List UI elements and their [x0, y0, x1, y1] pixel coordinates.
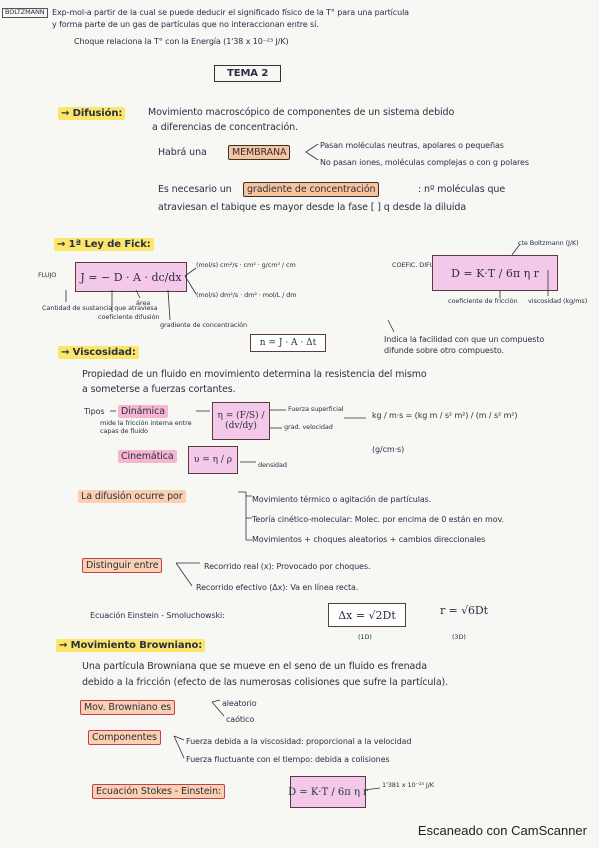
stokes-formula: D = K·T / 6π η r: [288, 776, 368, 808]
fuerza-sup-note: Fuerza superficial: [288, 405, 344, 413]
componente-viscosidad: Fuerza debida a la viscosidad: proporcio…: [186, 737, 412, 746]
componente-fluctuante: Fuerza fluctuante con el tiempo: debida …: [186, 755, 390, 764]
stokes-constant: 1'381 x 10⁻²³ J/K: [382, 781, 434, 789]
difusion-def-1: Movimiento macroscópico de componentes d…: [148, 107, 455, 118]
viscosidad-note: viscosidad (kg/ms): [528, 297, 588, 305]
einstein-dim-1d: (1D): [358, 633, 372, 641]
dinamica-note: mide la fricción interna entre capas de …: [100, 419, 192, 435]
membrana-no-pasan: No pasan iones, moléculas complejas o co…: [320, 158, 529, 167]
difusion-ocurre-label: La difusión ocurre por: [78, 490, 186, 503]
nu-formula: υ = η / ρ: [188, 446, 238, 474]
fick-ann-sustancia: Cantidad de sustancia que atraviesa: [42, 304, 158, 312]
fick-units-cgs: (mol/s) cm²/s · cm² · g/cm³ / cm: [196, 261, 296, 269]
difusion-def-2: a diferencias de concentración.: [152, 122, 299, 133]
difusion-heading: → Difusión:: [58, 107, 126, 120]
viscosidad-heading: → Viscosidad:: [58, 346, 139, 359]
ocurre-item-2: Teoría cinético-molecular: Molec. por en…: [252, 515, 504, 524]
ocurre-item-1: Movimiento térmico o agitación de partíc…: [252, 495, 432, 504]
stokes-label: Ecuación Stokes - Einstein:: [92, 784, 226, 799]
distinguir-label: Distinguir entre: [82, 558, 163, 573]
gradiente-post: : nº moléculas que: [418, 184, 506, 195]
einstein-formula-3d: r = √6Dt: [440, 604, 488, 617]
einstein-label: Ecuación Einstein - Smoluchowski:: [90, 611, 225, 620]
arrow-pasan: [305, 143, 319, 153]
d-formula: D = K·T / 6π η r: [432, 255, 558, 291]
intro-line-3: Choque relaciona la T° con la Energía (1…: [74, 37, 289, 46]
mov-browniano-label: Mov. Browniano es: [80, 700, 176, 715]
flujo-label: FLUJO: [38, 271, 57, 279]
gradiente-label: gradiente de concentración: [243, 182, 380, 197]
membrana-pre: Habrá una: [158, 147, 207, 158]
camscanner-watermark: Escaneado con CamScanner: [417, 823, 587, 838]
d-note-1: Indica la facilidad con que un compuesto: [384, 335, 545, 344]
fick-ann-grad: gradiente de concentración: [160, 321, 248, 329]
fick-formula: J = − D · A · dc/dx: [75, 262, 187, 292]
n-formula: n = J · A · Δt: [250, 334, 326, 352]
gradiente-line-2: atraviesan el tabique es mayor desde la …: [158, 202, 467, 213]
units-equation: kg / m·s = (kg m / s² m²) / (m / s² m²): [372, 411, 518, 420]
fick-units-si: (mol/s) dm²/s · dm² · mol/L / dm: [196, 291, 297, 299]
mov-aleatorio: aleatorio: [222, 699, 257, 708]
grad-vel-note: grad. velocidad: [284, 423, 333, 431]
friccion-note: coeficiente de fricción: [448, 297, 518, 305]
eta-formula: η = (F/S) / (dv/dy): [212, 402, 270, 440]
gradiente-pre: Es necesario un: [158, 184, 232, 195]
cinematica-label: Cinemática: [118, 450, 177, 463]
boltzmann-note: cte Boltzmann (J/K): [518, 239, 579, 247]
coef-difusion-label: COEFIC. DIFUSIÓN: [392, 261, 450, 269]
arrow-no-pasan: [305, 151, 319, 161]
units-cgs: (g/cm·s): [372, 445, 405, 454]
intro-line-2: y forma parte de un gas de partículas qu…: [52, 20, 319, 29]
membrana-label: MEMBRANA: [228, 145, 291, 160]
distinguir-item-2: Recorrido efectivo (Δx): Va en línea rec…: [196, 583, 359, 592]
browniano-def-2: debido a la fricción (efecto de las nume…: [82, 677, 449, 688]
page-title: TEMA 2: [214, 65, 282, 82]
fick-heading: → 1ª Ley de Fick:: [54, 238, 154, 251]
ocurre-item-3: Movimientos + choques aleatorios + cambi…: [252, 535, 486, 544]
margin-label: BOLTZMANN: [2, 8, 48, 18]
fick-ann-coef: coeficiente difusión: [98, 313, 160, 321]
tipos-label: Tipos: [84, 407, 105, 416]
browniano-heading: → Movimiento Browniano:: [56, 639, 206, 652]
componentes-label: Componentes: [88, 730, 161, 745]
dinamica-label: Dinámica: [118, 405, 168, 418]
einstein-dim-3d: (3D): [452, 633, 466, 641]
viscosidad-def-2: a someterse a fuerzas cortantes.: [82, 384, 236, 395]
mov-caotico: caótico: [226, 715, 255, 724]
browniano-def-1: Una partícula Browniana que se mueve en …: [82, 661, 427, 672]
d-note-2: difunde sobre otro compuesto.: [384, 346, 504, 355]
viscosidad-def-1: Propiedad de un fluido en movimiento det…: [82, 369, 427, 380]
distinguir-item-1: Recorrido real (x): Provocado por choque…: [204, 562, 371, 571]
membrana-pasan: Pasan moléculas neutras, apolares o pequ…: [320, 141, 504, 150]
einstein-formula-1d: Δx = √2Dt: [328, 603, 406, 627]
densidad-note: densidad: [258, 461, 287, 469]
fick-ann-area: área: [136, 299, 151, 307]
intro-line-1: Exp-mol-a partir de la cual se puede ded…: [52, 8, 409, 17]
